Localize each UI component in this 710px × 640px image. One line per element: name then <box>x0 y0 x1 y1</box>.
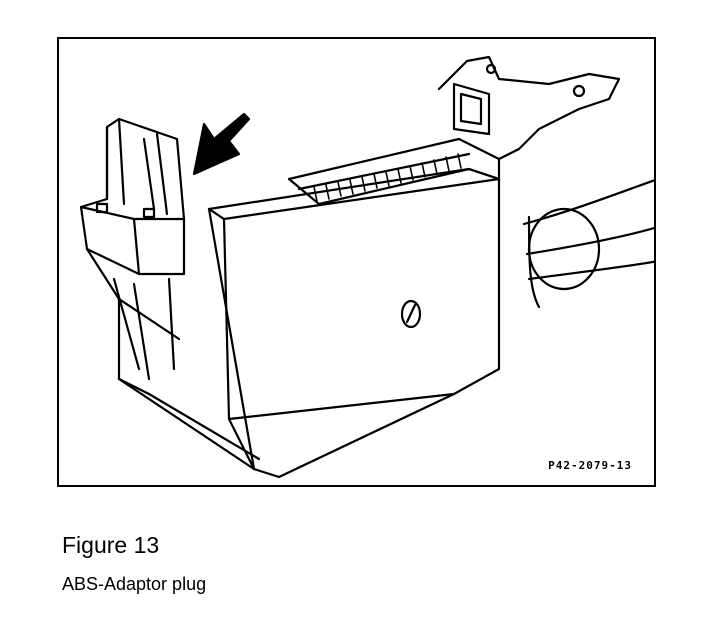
figure-caption: ABS-Adaptor plug <box>62 574 207 594</box>
latch-clip <box>79 117 186 276</box>
figure-code: P42-2079-13 <box>548 459 632 472</box>
figure-title: Figure 13 <box>62 532 160 558</box>
cable-collar <box>527 207 601 291</box>
mounting-bracket <box>437 55 621 161</box>
pin-block <box>287 137 501 206</box>
figure-frame: P42-2079-13 <box>57 37 656 487</box>
pointer-arrow <box>192 112 251 176</box>
screw-hole <box>400 299 422 329</box>
abs-adaptor-plug-illustration <box>79 55 654 479</box>
